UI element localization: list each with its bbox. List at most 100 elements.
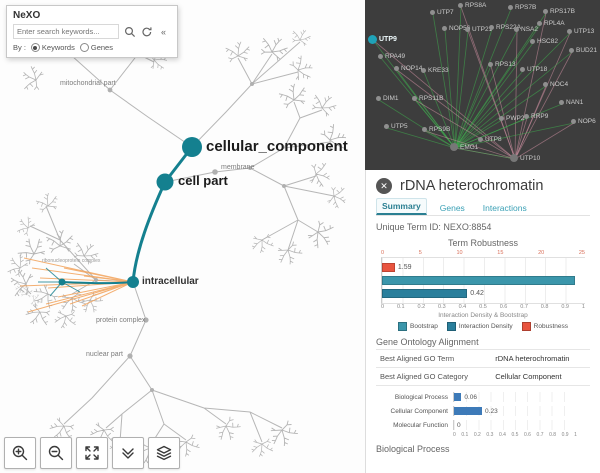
network-node[interactable]: RPS22A: [489, 24, 521, 31]
gene-node-dot[interactable]: [421, 68, 426, 73]
gene-node-dot[interactable]: [430, 10, 435, 15]
expand-collapse-button[interactable]: [112, 437, 144, 469]
tab-interactions[interactable]: Interactions: [482, 203, 527, 213]
gene-node-dot[interactable]: [422, 127, 427, 132]
term-robustness-label: Term Robustness: [447, 238, 519, 248]
gene-node-dot[interactable]: [537, 21, 542, 26]
network-node[interactable]: NAN1: [559, 99, 583, 106]
legend-item: Robustness: [521, 322, 568, 331]
radio-genes[interactable]: [79, 43, 89, 52]
tree-label-protein-complex[interactable]: protein complex: [96, 317, 146, 324]
ontology-tree-panel[interactable]: mitochondrial part cellular_component ce…: [0, 0, 365, 473]
axis-tick: 15: [497, 250, 504, 256]
mode-option-genes[interactable]: Genes: [79, 43, 113, 52]
gene-node-dot[interactable]: [442, 26, 447, 31]
layers-button[interactable]: [148, 437, 180, 469]
gene-node-dot[interactable]: [559, 100, 564, 105]
gene-node-dot[interactable]: [543, 9, 548, 14]
app-title: NeXO: [13, 10, 41, 21]
gene-node-dot[interactable]: [567, 29, 572, 34]
tab-summary[interactable]: Summary: [376, 198, 427, 215]
network-node[interactable]: UTP8: [478, 136, 502, 143]
network-node[interactable]: HSC82: [530, 38, 558, 45]
ontology-tree-canvas[interactable]: [0, 0, 365, 473]
tree-label-mitochondrial-part[interactable]: mitochondrial part: [60, 80, 116, 87]
search-input[interactable]: [13, 24, 119, 39]
gene-node-dot[interactable]: [530, 39, 535, 44]
search-icon[interactable]: [123, 25, 136, 38]
gene-node-dot[interactable]: [524, 114, 529, 119]
network-node[interactable]: RPS7B: [508, 4, 536, 11]
gene-node-label: NOC4: [550, 81, 569, 88]
network-node[interactable]: RPS8A: [458, 2, 486, 9]
tree-label-intracellular[interactable]: intracellular: [142, 276, 199, 287]
gene-node-dot[interactable]: [368, 35, 377, 44]
gene-node-dot[interactable]: [508, 5, 513, 10]
gene-node-dot[interactable]: [384, 124, 389, 129]
network-node[interactable]: UTP21: [465, 26, 492, 33]
network-node[interactable]: BUD21: [569, 47, 597, 54]
tree-label-cell-part[interactable]: cell part: [178, 173, 228, 188]
network-node[interactable]: RPL4A: [537, 20, 565, 27]
network-node[interactable]: NOP6: [571, 118, 596, 125]
network-node[interactable]: UTP5: [384, 123, 408, 130]
tab-genes[interactable]: Genes: [439, 203, 465, 213]
network-node[interactable]: RPS13: [488, 61, 516, 68]
network-node[interactable]: NOP56: [442, 25, 470, 32]
intracellular-node[interactable]: [127, 276, 139, 288]
network-node[interactable]: NSA2: [514, 26, 538, 33]
tree-label-membrane[interactable]: membrane: [221, 164, 255, 171]
go-bar-value: 0.06: [464, 393, 477, 401]
cell-part-node[interactable]: [156, 173, 174, 191]
network-node[interactable]: KRE33: [421, 67, 449, 74]
gene-node-dot[interactable]: [499, 116, 504, 121]
gene-node-dot[interactable]: [543, 82, 548, 87]
collapse-panel-icon[interactable]: «: [160, 26, 166, 37]
network-node[interactable]: UTP13: [567, 28, 594, 35]
network-node[interactable]: NOP14: [394, 65, 422, 72]
fit-content-button[interactable]: [76, 437, 108, 469]
network-node[interactable]: PWP2: [499, 115, 524, 122]
gene-node-dot[interactable]: [478, 137, 483, 142]
tree-label-cellular-component[interactable]: cellular_component: [206, 138, 348, 155]
network-node[interactable]: RPS11B: [412, 95, 443, 102]
gene-node-dot[interactable]: [412, 96, 417, 101]
selected-term-node[interactable]: [58, 278, 66, 286]
reset-icon[interactable]: [140, 25, 153, 38]
network-node[interactable]: UTP7: [430, 9, 454, 16]
network-node[interactable]: RPS17B: [543, 8, 575, 15]
network-node[interactable]: EMG1: [450, 143, 478, 151]
gene-node-dot[interactable]: [489, 25, 494, 30]
network-node[interactable]: RRP9: [524, 113, 548, 120]
network-node[interactable]: RPA49: [378, 53, 405, 60]
zoom-in-button[interactable]: [4, 437, 36, 469]
gene-node-dot[interactable]: [514, 27, 519, 32]
gene-node-dot[interactable]: [488, 62, 493, 67]
zoom-out-button[interactable]: [40, 437, 72, 469]
network-node[interactable]: RPS9B: [422, 126, 450, 133]
network-node[interactable]: UTP10: [510, 154, 540, 162]
cellular-component-node[interactable]: [182, 137, 202, 157]
network-node[interactable]: DIM1: [376, 95, 399, 102]
gene-node-dot[interactable]: [394, 66, 399, 71]
network-node[interactable]: UTP9: [368, 35, 397, 44]
gene-node-label: HSC82: [537, 38, 558, 45]
close-icon[interactable]: ✕: [376, 178, 392, 194]
gene-node-dot[interactable]: [458, 3, 463, 8]
gene-node-dot[interactable]: [376, 96, 381, 101]
gene-node-dot[interactable]: [510, 154, 518, 162]
go-bar: [454, 393, 462, 401]
axis-tick: 0.6: [524, 432, 531, 438]
mode-option-keywords[interactable]: Keywords: [30, 43, 75, 52]
gene-node-dot[interactable]: [571, 119, 576, 124]
network-node[interactable]: NOC4: [543, 81, 568, 88]
gene-node-dot[interactable]: [450, 143, 458, 151]
tree-label-nuclear-part[interactable]: nuclear part: [86, 351, 123, 358]
gene-node-dot[interactable]: [378, 54, 383, 59]
radio-keywords[interactable]: [30, 43, 40, 52]
gene-node-dot[interactable]: [520, 67, 525, 72]
gene-node-dot[interactable]: [465, 27, 470, 32]
network-node[interactable]: UTP18: [520, 66, 547, 73]
gene-node-dot[interactable]: [569, 48, 574, 53]
